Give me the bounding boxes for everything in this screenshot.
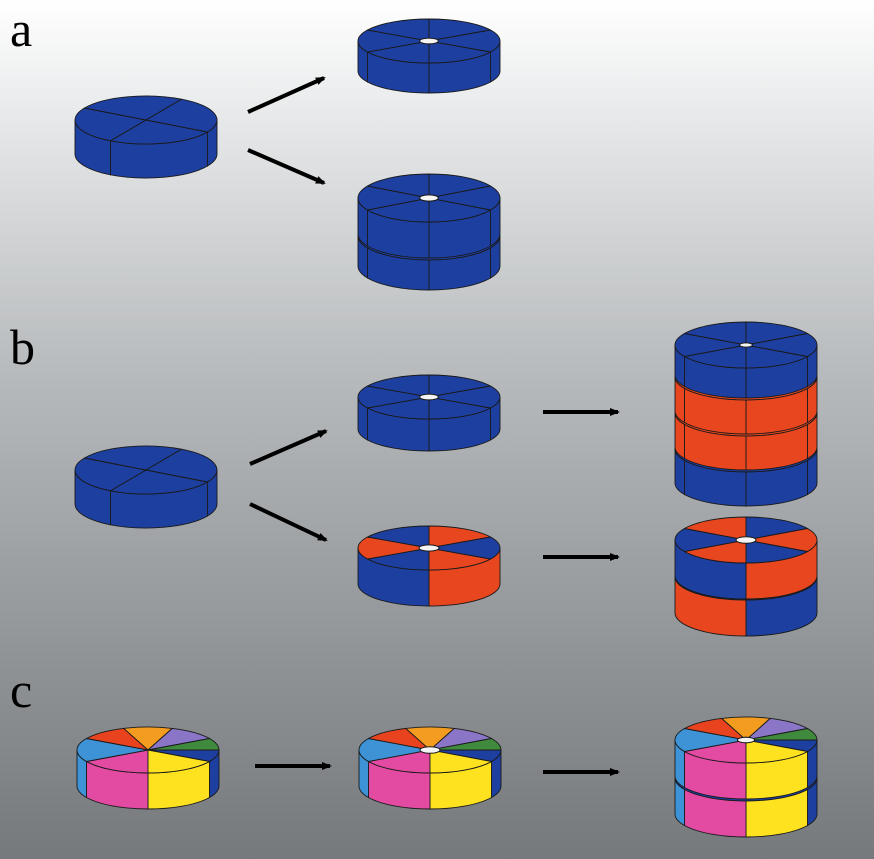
- top-sector: [83, 445, 183, 471]
- disc-b-blue-layer: [357, 374, 501, 452]
- top-sector: [144, 98, 218, 133]
- arrow-a-down: [247, 148, 326, 185]
- disc-b-stacked-checker: [674, 516, 818, 637]
- top-sector: [76, 738, 149, 762]
- arrow-b-down: [249, 502, 328, 542]
- disc-a-double-layer: [357, 173, 501, 291]
- side-segment: [674, 412, 685, 460]
- side-segment: [674, 376, 685, 424]
- center-hole: [739, 342, 753, 348]
- arrow-b-up: [249, 429, 328, 466]
- side-segment: [807, 448, 818, 496]
- panel-label-c: c: [10, 662, 33, 718]
- disc-a-single-layer: [357, 18, 501, 94]
- disc-b-checker-layer: [357, 525, 501, 607]
- center-hole: [418, 544, 440, 552]
- center-hole: [737, 736, 755, 744]
- top-sector: [109, 119, 209, 145]
- side-segment: [674, 576, 747, 637]
- disc-c-single-layer: [358, 726, 502, 810]
- disc-group: [74, 18, 818, 838]
- disc-c-double-layer: [674, 716, 818, 838]
- top-sector: [83, 95, 183, 121]
- top-sector: [74, 107, 148, 142]
- side-segment: [807, 412, 818, 460]
- disc-b-source: [74, 445, 218, 529]
- disc-a-source: [74, 95, 218, 179]
- top-sector: [74, 457, 148, 492]
- center-hole: [419, 37, 439, 45]
- side-segment: [674, 777, 685, 827]
- top-sector: [109, 469, 209, 495]
- disc-c-source: [76, 726, 220, 810]
- disc-b-stacked-blue-red: [674, 321, 818, 507]
- top-sector: [147, 749, 211, 774]
- side-segment: [674, 448, 685, 496]
- side-segment: [807, 376, 818, 424]
- arrow-a-up: [247, 76, 326, 114]
- center-hole: [735, 536, 757, 544]
- panel-label-b: b: [10, 319, 35, 375]
- arrow-group: [247, 76, 620, 776]
- center-hole: [419, 194, 439, 202]
- side-segment: [490, 235, 501, 279]
- panel-label-a: a: [10, 1, 33, 57]
- center-hole: [419, 393, 439, 401]
- top-sector: [144, 448, 218, 483]
- top-sector: [85, 749, 149, 774]
- center-hole: [419, 746, 441, 754]
- side-segment: [357, 235, 368, 279]
